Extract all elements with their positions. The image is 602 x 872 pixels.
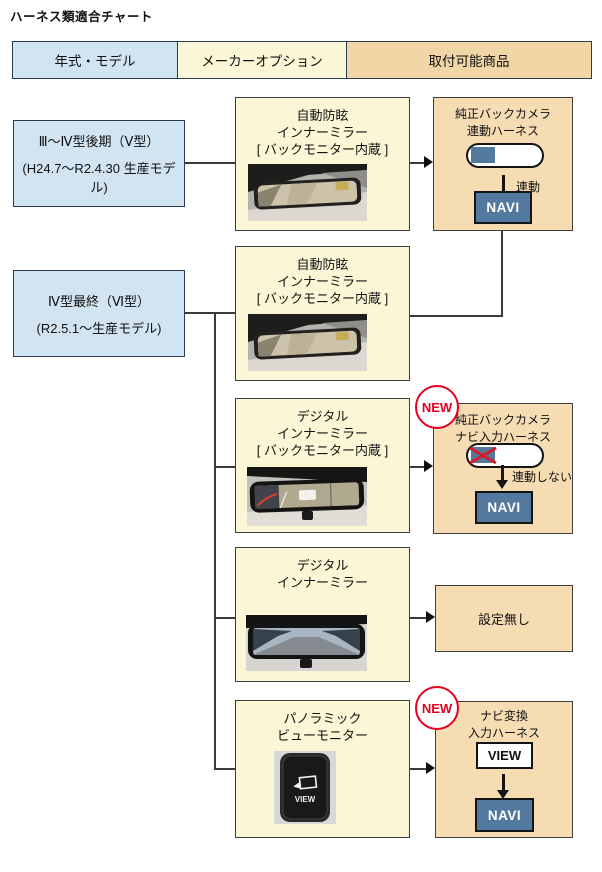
connector-line	[214, 466, 235, 468]
model-box-type3-4-late: Ⅲ～Ⅳ型後期（Ⅴ型） (H24.7～R2.4.30 生産モデル)	[13, 120, 185, 207]
model-name: Ⅲ～Ⅳ型後期（Ⅴ型）	[38, 134, 160, 149]
option-label: インナーミラー	[276, 575, 368, 590]
option-label: ビューモニター	[276, 728, 368, 743]
option-label: インナーミラー	[276, 274, 368, 289]
option-box-auto-dimming-mirror-2: 自動防眩 インナーミラー [ バックモニター内蔵 ]	[235, 246, 410, 381]
arrow-right-icon	[426, 762, 435, 774]
arrow-right-icon	[424, 156, 433, 168]
down-arrow-icon	[497, 790, 509, 799]
view-box: VIEW	[476, 742, 533, 769]
auto-dimming-inner-mirror-photo	[248, 314, 367, 371]
navi-box: NAVI	[475, 798, 534, 832]
option-label: [ バックモニター内蔵 ]	[256, 291, 389, 306]
product-label: 連動ハーネス	[466, 124, 539, 138]
option-label: [ バックモニター内蔵 ]	[256, 443, 389, 458]
product-box-camera-navi-input-harness: 純正バックカメラ ナビ入力ハーネス 連動しない NAVI	[433, 403, 573, 534]
connector-line	[410, 466, 424, 468]
header-maker-option-label: メーカーオプション	[201, 54, 323, 69]
option-box-digital-mirror: デジタル インナーミラー	[235, 547, 410, 682]
down-arrow-icon	[502, 175, 505, 193]
product-label: 純正バックカメラ	[454, 413, 551, 427]
camera-plug-icon	[471, 147, 495, 163]
no-link-label: 連動しない	[512, 470, 573, 484]
option-label: インナーミラー	[276, 125, 368, 140]
navi-box: NAVI	[474, 191, 532, 224]
header-year-model-label: 年式・モデル	[54, 54, 136, 69]
product-label: 純正バックカメラ	[454, 107, 551, 121]
product-box-camera-link-harness: 純正バックカメラ 連動ハーネス 連動 NAVI	[433, 97, 573, 231]
model-name: Ⅳ型最終（Ⅵ型）	[48, 293, 150, 309]
panoramic-view-button-photo: VIEW	[274, 751, 336, 824]
header-maker-option: メーカーオプション	[177, 41, 347, 79]
down-arrow-icon	[496, 480, 508, 489]
arrow-right-icon	[424, 460, 433, 472]
down-arrow-icon	[501, 465, 504, 480]
digital-inner-mirror-road-view-photo	[246, 615, 367, 671]
option-label: インナーミラー	[276, 426, 368, 441]
auto-dimming-inner-mirror-photo	[248, 164, 367, 221]
product-label: ナビ入力ハーネス	[454, 430, 551, 444]
option-label: 自動防眩	[296, 108, 349, 123]
view-button-label: VIEW	[295, 795, 316, 804]
new-badge: NEW	[415, 686, 459, 730]
option-label: デジタル	[296, 558, 349, 573]
backup-camera-connector-icon	[466, 443, 544, 468]
option-label: パノラミック	[283, 711, 362, 726]
navi-box: NAVI	[475, 491, 533, 524]
header-year-model: 年式・モデル	[12, 41, 178, 79]
model-period: (H24.7～R2.4.30 生産モデル)	[22, 161, 176, 195]
model-box-type4-final: Ⅳ型最終（Ⅵ型） (R2.5.1～生産モデル)	[13, 270, 185, 357]
arrow-right-icon	[426, 611, 435, 623]
product-label: ナビ変換	[479, 709, 528, 723]
option-label: [ バックモニター内蔵 ]	[256, 142, 389, 157]
digital-inner-mirror-backup-view-photo	[247, 467, 367, 526]
option-label: デジタル	[296, 409, 349, 424]
connector-line	[410, 617, 426, 619]
connector-line	[185, 162, 235, 164]
page-title: ハーネス類適合チャート	[10, 10, 153, 24]
option-box-auto-dimming-mirror-1: 自動防眩 インナーミラー [ バックモニター内蔵 ]	[235, 97, 410, 231]
connector-line	[214, 617, 235, 619]
down-arrow-icon	[502, 774, 505, 790]
header-products: 取付可能商品	[346, 41, 592, 79]
backup-camera-connector-icon	[466, 143, 544, 168]
connector-line	[410, 315, 503, 317]
connector-line	[501, 231, 503, 317]
model-period: (R2.5.1～生産モデル)	[36, 320, 162, 336]
option-label: 自動防眩	[296, 257, 349, 272]
option-box-digital-mirror-monitor: デジタル インナーミラー [ バックモニター内蔵 ]	[235, 398, 410, 533]
product-box-navi-conversion-harness: ナビ変換 入力ハーネス VIEW NAVI	[435, 701, 573, 838]
connector-line	[410, 768, 426, 770]
connector-line	[410, 162, 424, 164]
new-badge: NEW	[415, 385, 459, 429]
option-box-panoramic-view-monitor: パノラミック ビューモニター VIEW	[235, 700, 410, 838]
link-label: 連動	[516, 180, 541, 194]
connector-line	[214, 312, 216, 770]
connector-line	[185, 312, 235, 314]
product-box-no-setting: 設定無し	[435, 585, 573, 652]
not-linked-cross-icon	[469, 446, 497, 464]
product-label: 入力ハーネス	[467, 726, 540, 740]
header-products-label: 取付可能商品	[428, 54, 510, 69]
product-label: 設定無し	[477, 612, 530, 627]
connector-line	[214, 768, 235, 770]
